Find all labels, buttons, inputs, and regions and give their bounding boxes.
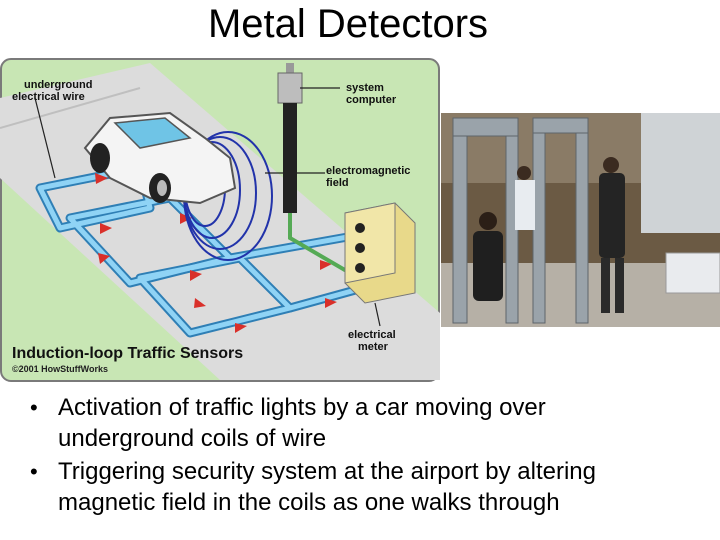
bullet-marker: •: [30, 456, 38, 487]
bullet-text-line1: Triggering security system at the airpor…: [58, 458, 596, 485]
slide-title: Metal Detectors: [0, 2, 696, 47]
bullet-item: • Triggering security system at the airp…: [30, 456, 710, 518]
bullet-text-line2: underground coils of wire: [58, 425, 326, 452]
bullet-text-line2: magnetic field in the coils as one walks…: [58, 489, 560, 516]
label-meter-1: electrical: [348, 329, 396, 341]
diagram-credit: ©2001 HowStuffWorks: [12, 364, 108, 374]
bullet-text-line1: Activation of traffic lights by a car mo…: [58, 394, 546, 421]
label-system-computer-2: computer: [346, 94, 397, 106]
electrical-meter: [345, 203, 415, 303]
bullet-item: • Activation of traffic lights by a car …: [30, 392, 710, 454]
label-system-computer-1: system: [346, 82, 384, 94]
diagram-caption: Induction-loop Traffic Sensors: [12, 345, 243, 362]
label-meter-2: meter: [358, 341, 389, 353]
airport-security-photo: [441, 113, 720, 327]
label-em-field-1: electromagnetic: [326, 165, 410, 177]
label-em-field-2: field: [326, 177, 349, 189]
induction-loop-diagram: underground electrical wire system compu…: [0, 58, 440, 382]
label-underground-wire-2: electrical wire: [12, 91, 85, 103]
bullet-marker: •: [30, 392, 38, 423]
bullet-list: • Activation of traffic lights by a car …: [30, 392, 710, 520]
label-underground-wire-1: underground: [24, 79, 92, 91]
